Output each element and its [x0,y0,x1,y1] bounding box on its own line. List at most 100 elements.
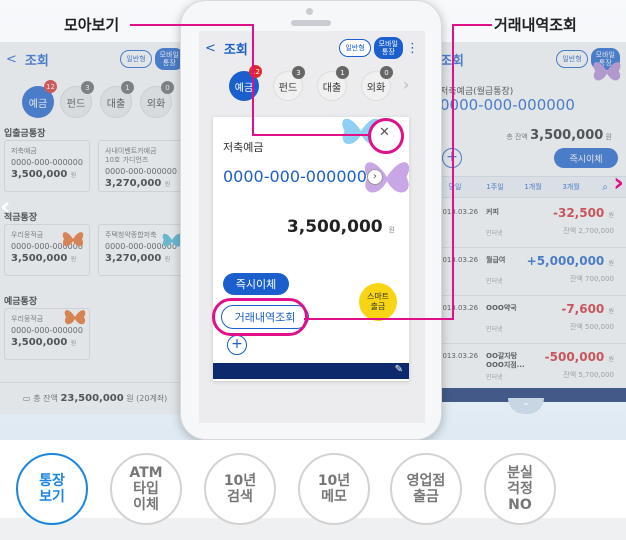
feature-loss-worry-no[interactable]: 분실 걱정 NO [484,453,556,525]
chevron-right-icon[interactable]: › [403,75,410,94]
purple-butterfly-icon [593,62,621,81]
tx-name: 커피 [486,208,499,216]
memo-icon[interactable]: ✎ [394,364,403,375]
guide-line [304,318,454,320]
account-card[interactable]: 저축예금 0000-000-000000 3,500,000 원 [4,140,90,192]
collapse-icon[interactable]: ✕ [379,125,390,140]
search-icon[interactable]: ⌕ [602,181,608,193]
speaker-icon [291,20,331,26]
wallet-icon: ▭ [22,394,31,403]
feature-passbook-view[interactable]: 통장 보기 [16,453,88,525]
card-bottom-bar: ✎ [213,363,409,379]
account-number: 0000-000-000000 [440,96,575,114]
header-title: 조회 [24,53,49,69]
account-balance: 3,500,000 원 [286,217,395,237]
tx-date: 2013.03.26 [438,208,479,216]
tx-amount: +5,000,000 원 [526,254,614,268]
tx-date: 2013.03.26 [438,256,479,264]
expand-down-icon[interactable]: ⌄ [508,398,544,414]
account-number: 0000-000-000000 [223,167,367,186]
cyan-butterfly-icon [162,233,182,247]
phone-header: < 조회 일반형 모바일 통장 ⋮ [199,31,425,65]
orange-butterfly-icon [64,310,86,325]
right-history-screen: 조회 일반형 모바일 통장 저축예금(월급통장) 0000-000-000000… [434,42,626,402]
tx-name: OO갈자탕 OOO지점... [486,352,525,369]
feature-10yr-search[interactable]: 10년 검색 [204,453,276,525]
back-icon[interactable]: < [205,40,216,56]
menu-icon[interactable]: ⋮ [406,40,419,56]
guide-line [130,24,254,26]
smart-withdraw-button[interactable]: 스마트 출금 [359,283,397,321]
collect-view-highlight[interactable]: ✕ [368,118,404,154]
period-today[interactable]: 당일 [448,183,462,191]
header-title: 조회 [223,42,248,58]
account-card[interactable]: 사내이벤트카예금 10호 가디언즈 0000-000-000000 3,270,… [98,140,184,192]
section-checking: 입출금통장 [4,129,46,139]
callout-history: 거래내역조회 [494,16,577,34]
header-title: 조회 [440,50,464,69]
left-header: < 조회 일반형 모바일 통장 [0,42,190,76]
tx-name: OOO약국 [486,304,517,312]
tx-amount: -7,600 원 [561,302,614,316]
mobile-passbook-pill[interactable]: 모바일 통장 [373,37,403,59]
main-account-card[interactable]: 저축예금 0000-000-000000 › 3,500,000 원 즉시이체 … [213,117,409,381]
prev-arrow-icon[interactable]: ‹ [0,192,11,222]
general-mode-pill[interactable]: 일반형 [339,39,371,57]
history-button-highlight [212,298,308,336]
feature-atm-transfer[interactable]: ATM 타입 이체 [110,453,182,525]
feature-branch-withdraw[interactable]: 영업점 출금 [390,453,462,525]
account-name: 저축예금 [223,141,264,154]
period-filter-bar: 당일 1주일 1개월 3개월 ⌕ [434,176,626,198]
feature-strip [0,518,626,540]
tx-date: 2013.03.26 [438,304,479,312]
feature-10yr-memo[interactable]: 10년 메모 [298,453,370,525]
next-arrow-icon[interactable]: › [613,168,624,198]
callout-moabogi: 모아보기 [64,16,120,34]
guide-line [452,24,454,320]
period-month[interactable]: 1개월 [524,183,542,191]
section-deposit: 예금통장 [4,297,38,307]
account-card[interactable]: 주택청약종합저축 0000-000-000000 3,270,000 원 [98,224,184,276]
account-name: 저축예금(월급통장) [440,87,514,97]
period-week[interactable]: 1주일 [486,183,504,191]
general-mode-pill[interactable]: 일반형 [120,50,152,68]
account-card[interactable]: 우리뭉적금 0000-000-000000 3,500,000 원 [4,224,90,276]
add-icon[interactable]: + [227,335,247,355]
tx-channel: 인터넷 [486,230,503,237]
tx-date: 2013.03.26 [438,352,479,360]
back-icon[interactable]: < [6,51,17,67]
guide-line [452,24,492,26]
section-savings: 적금통장 [4,213,38,223]
tx-name: 월급여 [486,256,506,264]
general-mode-pill[interactable]: 일반형 [556,50,588,68]
tx-balance: 잔액 500,000 [569,323,614,331]
mobile-passbook-pill[interactable]: 모바일 통장 [154,48,184,70]
account-detail-chevron-icon[interactable]: › [367,169,383,185]
tx-balance: 잔액 2,700,000 [563,227,614,235]
guide-line [252,24,254,136]
instant-transfer-button[interactable]: 즉시이체 [554,148,618,168]
tx-amount: -500,000 원 [544,350,614,364]
orange-butterfly-icon [62,232,84,247]
period-3month[interactable]: 3개월 [562,183,580,191]
instant-transfer-button[interactable]: 즉시이체 [223,273,289,295]
balance-line: 총 잔액 3,500,000 원 [506,128,612,143]
total-balance-bar: ▭ 총 잔액 23,500,000 원 (20계좌) [0,382,190,414]
guide-line [252,134,370,136]
